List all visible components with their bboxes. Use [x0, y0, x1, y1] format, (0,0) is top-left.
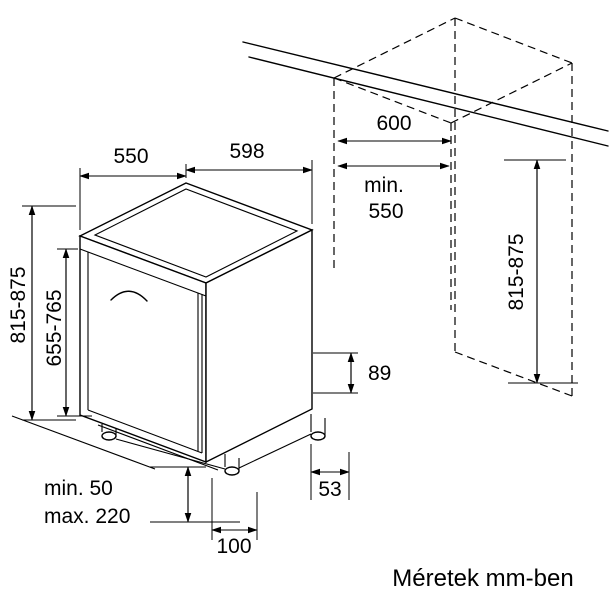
- dimension-niche-height: 815-875: [504, 159, 578, 384]
- adjustable-foot-front: [224, 454, 240, 476]
- dim-label-815-875-right: 815-875: [505, 233, 528, 310]
- side-face: [205, 228, 313, 464]
- door-handle: [110, 290, 148, 302]
- dimension-niche-depth: 600: [337, 112, 452, 145]
- dimension-front-foot-offset: 100: [211, 478, 258, 558]
- dimension-niche-width: min. 550: [337, 162, 450, 223]
- door-panel: [79, 248, 207, 454]
- adjustable-foot-rear: [310, 414, 326, 441]
- dim-label-min-50: min. 50: [44, 477, 113, 500]
- dimension-top-width: 598: [185, 140, 313, 224]
- dim-label-53: 53: [318, 478, 341, 501]
- dimension-top-depth: 550: [79, 145, 187, 230]
- dimension-rear-foot-offset: 53: [310, 444, 350, 501]
- dim-label-815-875-left: 815-875: [7, 266, 30, 343]
- dimension-appliance-height: 815-875: [7, 205, 76, 421]
- dishwasher-drawing: [78, 182, 326, 476]
- worktop-lines: [242, 41, 609, 147]
- floor-line: [11, 415, 156, 470]
- dim-label-min-550: 550: [368, 200, 403, 223]
- adjustable-foot-left: [101, 424, 117, 441]
- dim-label-550: 550: [113, 145, 148, 168]
- dimension-door-height: 655-765: [43, 248, 92, 417]
- base-and-feet: [97, 414, 326, 476]
- dim-label-600: 600: [376, 112, 411, 135]
- dim-label-max-220: max. 220: [44, 505, 130, 528]
- dim-label-89: 89: [368, 362, 391, 385]
- dim-label-655-765: 655-765: [43, 289, 66, 366]
- top-face-inset: [93, 188, 299, 278]
- dimension-plinth-height: min. 50 max. 220: [44, 466, 240, 528]
- dim-label-min: min.: [364, 174, 404, 197]
- dim-label-100: 100: [216, 535, 251, 558]
- dimension-rear-base-height: 89: [313, 352, 391, 394]
- niche-dashed-outline: [333, 17, 573, 398]
- caption-units: Méretek mm-ben: [392, 565, 573, 592]
- dim-label-598: 598: [229, 140, 264, 163]
